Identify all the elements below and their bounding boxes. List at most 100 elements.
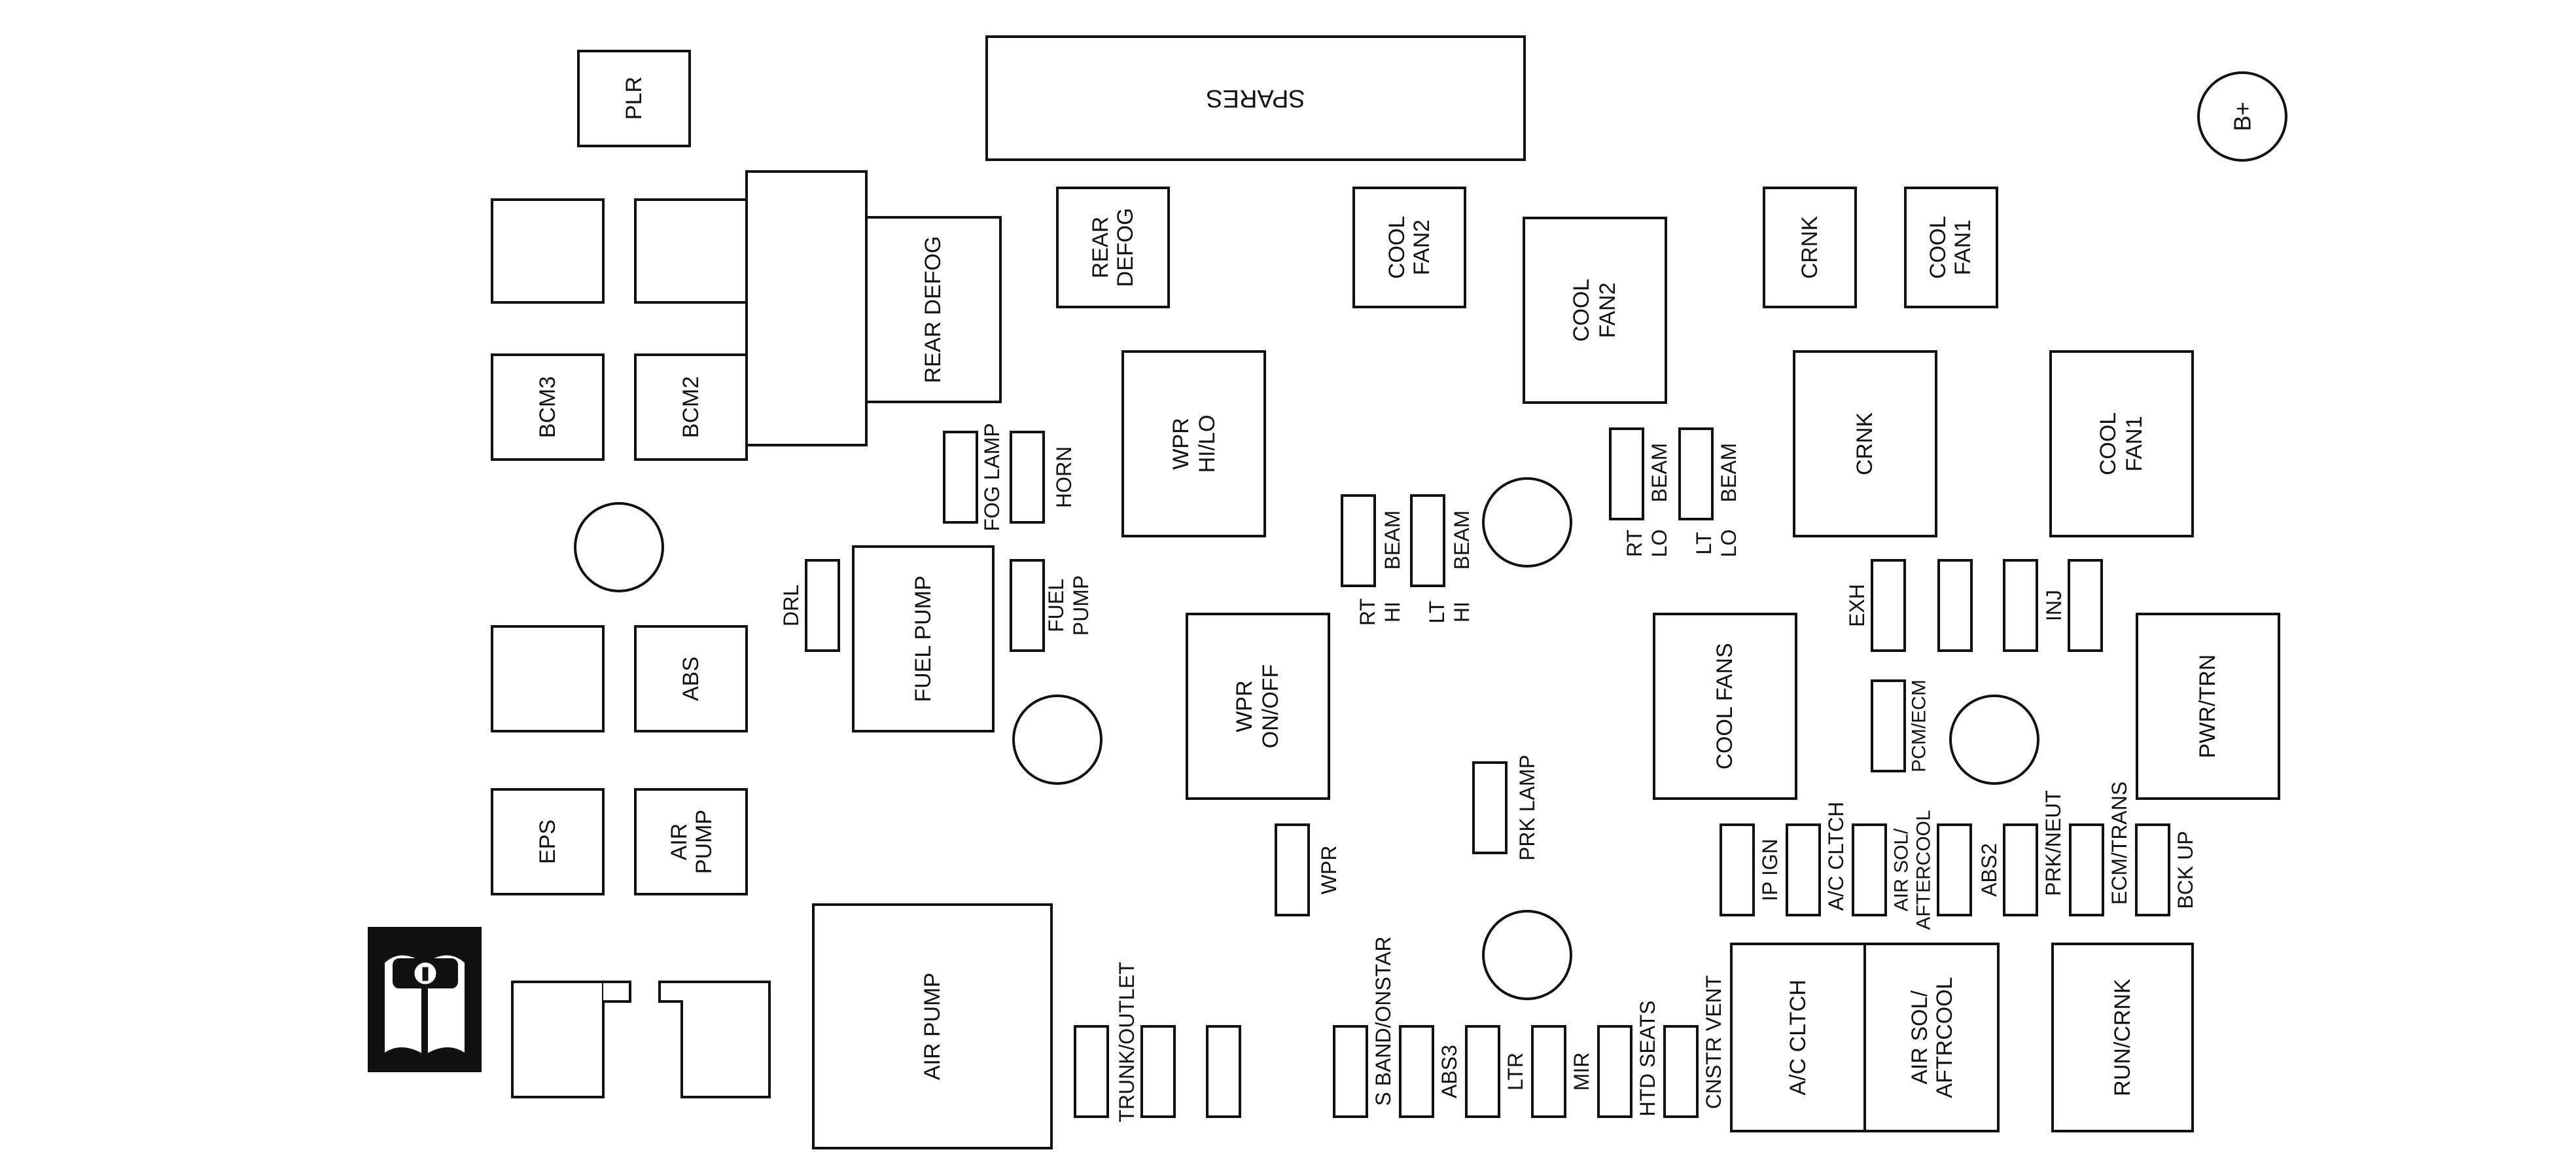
fuse-blank [2003,559,2038,652]
wpr-on-off-line2: ON/OFF [1258,664,1283,748]
rear-defog-relay-label: REAR DEFOG [921,236,945,384]
inj-label: INJ [2042,590,2066,621]
relay-blank-1 [491,198,605,304]
plr-relay: PLR [577,50,691,147]
rt-hi-beam-line3: BEAM [1381,511,1404,570]
cool-fan1-fuse: COOL FAN1 [1904,187,1998,308]
pcm-ecm-fuse: PCM/ECM [1871,679,1930,772]
crnk-fuse: CRNK [1763,187,1857,308]
abs-relay: ABS [634,625,748,732]
cool-fan1-small-line2: FAN1 [1950,219,1975,275]
fog-lamp-label: FOG LAMP [980,423,1004,531]
wpr-on-off-line1: WPR [1232,680,1257,732]
mir-label: MIR [1570,1053,1593,1091]
lt-lo-beam-line1: LT [1692,532,1716,555]
abs3-label: ABS3 [1438,1045,1461,1098]
relay-holder-bracket [745,170,868,446]
fuse-blank [1140,1025,1176,1118]
cool-fan1-large-line2: FAN1 [2122,416,2147,471]
lt-lo-beam-line3: BEAM [1717,443,1740,503]
rt-lo-beam-line3: BEAM [1648,443,1671,503]
drl-fuse: DRL [779,559,840,652]
eps-relay: EPS [491,788,605,895]
lt-lo-beam-fuse: LT LO BEAM [1678,427,1740,558]
s-band-onstar-label: S BAND/ONSTAR [1371,937,1395,1106]
ecm-trans-label: ECM/TRANS [2108,782,2131,905]
ac-cltch-relay-label: A/C CLTCH [1786,980,1810,1096]
ac-cltch-fuse-label: A/C CLTCH [1824,802,1848,911]
exh-label: EXH [1845,584,1869,627]
b-plus-label: B+ [2229,101,2256,131]
fuse-holder-notched-left-tab [603,981,631,1003]
fuel-pump-fuse: FUEL PUMP [1010,559,1093,652]
ltr-fuse: LTR [1465,1025,1527,1118]
bck-up-fuse: BCK UP [2135,823,2197,916]
horn-fuse: HORN [1010,431,1076,524]
b-plus-terminal: B+ [2197,71,2287,162]
rt-lo-beam-line2: LO [1648,530,1671,558]
bcm3-relay: BCM3 [491,353,605,461]
fuel-pump-relay-label: FUEL PUMP [911,575,936,702]
s-band-onstar-fuse: S BAND/ONSTAR [1333,937,1395,1118]
abs2-fuse: ABS2 [1937,823,2001,916]
cool-fan2-small-line1: COOL [1385,216,1409,279]
air-sol-aftercool-fuse: AIR SOL/ AFTERCOOL [1852,810,1935,930]
ip-ign-fuse: IP IGN [1720,823,1782,916]
rt-hi-beam-fuse: RT HI BEAM [1341,494,1404,626]
air-pump-small-line2: PUMP [692,810,716,874]
abs3-fuse: ABS3 [1399,1025,1461,1118]
lt-hi-beam-line1: LT [1425,601,1449,624]
exh-fuse: EXH [1845,559,1906,652]
air-sol-aftrcool-line1: AIR SOL/ [1907,990,1932,1085]
air-pump-relay-large: AIR PUMP [812,903,1053,1149]
htd-seats-label: HTD SEATS [1636,1000,1659,1116]
lt-lo-beam-line2: LO [1717,530,1740,558]
wpr-hi-lo-line2: HI/LO [1195,415,1220,473]
bcm3-label: BCM3 [535,376,560,438]
mounting-hole [1949,695,2039,785]
manual-info-icon [368,927,482,1072]
run-crnk-label: RUN/CRNK [2110,979,2135,1096]
fuel-pump-fuse-line1: FUEL [1044,579,1068,632]
run-crnk-relay: RUN/CRNK [2051,943,2194,1132]
pcm-ecm-label: PCM/ECM [1909,679,1930,772]
rt-hi-beam-line1: RT [1356,598,1379,626]
rear-defog-relay: REAR DEFOG [865,216,1002,403]
crnk-large-label: CRNK [1852,412,1877,476]
air-sol-aftercool-line1: AIR SOL/ [1891,828,1913,911]
relay-blank-3 [491,625,605,732]
prk-lamp-label: PRK LAMP [1515,755,1539,861]
trunk-outlet-fuse: TRUNK/OUTLET [1074,962,1138,1123]
cool-fan2-relay: COOL FAN2 [1523,217,1667,404]
crnk-relay: CRNK [1793,350,1937,537]
mounting-hole [574,502,664,592]
pwr-trn-relay: PWR/TRN [2136,613,2280,800]
bcm2-label: BCM2 [679,376,703,438]
wpr-on-off-relay: WPR ON/OFF [1186,613,1330,800]
lt-hi-beam-fuse: LT HI BEAM [1410,494,1473,624]
drl-label: DRL [779,585,803,626]
lt-hi-beam-line3: BEAM [1450,511,1473,570]
ltr-label: LTR [1504,1053,1527,1091]
mounting-hole [1012,695,1103,785]
mounting-hole [1482,477,1572,568]
spares-block: SPARES [985,35,1526,161]
eps-label: EPS [535,820,560,864]
air-pump-large-label: AIR PUMP [920,973,945,1080]
rear-defog-fuse-line2: DEFOG [1113,208,1138,287]
cool-fan1-relay: COOL FAN1 [2049,350,2194,537]
trunk-outlet-label: TRUNK/OUTLET [1115,962,1138,1122]
ecm-trans-fuse: ECM/TRANS [2069,782,2131,916]
ac-cltch-fuse: A/C CLTCH [1786,802,1848,916]
horn-label: HORN [1052,446,1076,508]
wpr-hi-lo-relay: WPR HI/LO [1121,350,1266,537]
mir-fuse: MIR [1531,1025,1593,1118]
wpr-fuse: WPR [1275,823,1341,916]
fuel-pump-fuse-line2: PUMP [1069,575,1093,636]
air-sol-aftercool-line2: AFTERCOOL [1913,810,1935,929]
rt-lo-beam-line1: RT [1623,530,1646,557]
prk-lamp-fuse: PRK LAMP [1472,755,1539,861]
air-sol-aftrcool-relay: AIR SOL/ AFTRCOOL [1863,943,2000,1132]
rear-defog-fuse: REAR DEFOG [1056,187,1170,308]
htd-seats-fuse: HTD SEATS [1597,1000,1659,1118]
